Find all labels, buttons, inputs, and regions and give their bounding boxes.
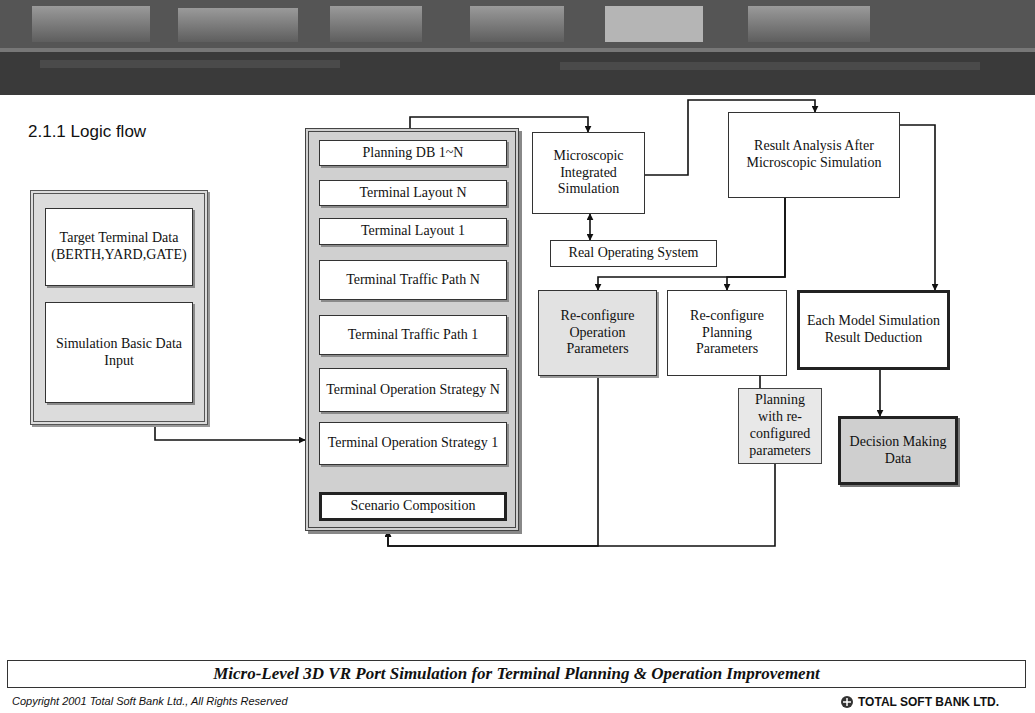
process-box: Result Analysis After Microscopic Simula… (728, 112, 900, 198)
scenario-item: Terminal Traffic Path N (319, 260, 507, 300)
node-text: Scenario Composition (351, 498, 476, 515)
process-box: Each Model Simulation Result Deduction (797, 290, 950, 370)
process-box: Re-configure Operation Parameters (538, 290, 657, 376)
node-text: Microscopic Integrated Simulation (537, 148, 640, 198)
connector (759, 376, 761, 388)
input-group: Target Terminal Data (BERTH,YARD,GATE) Si… (30, 190, 208, 425)
banner (0, 0, 1035, 95)
banner-photo (470, 6, 564, 42)
scenario-item: Terminal Layout N (319, 180, 507, 206)
banner-photo (178, 8, 298, 42)
node-text: Terminal Operation Strategy 1 (328, 435, 498, 452)
node-text: Decision Making Data (845, 434, 951, 468)
banner-photo (32, 6, 150, 42)
banner-texture (40, 60, 340, 68)
banner-photo (330, 6, 422, 42)
process-box: Re-configure Planning Parameters (667, 290, 787, 376)
copyright-note: Copyright 2001 Total Soft Bank Ltd., All… (12, 695, 288, 707)
company-logo: TOTAL SOFT BANK LTD. (858, 695, 999, 709)
banner-texture (560, 62, 980, 70)
node-text: Simulation Basic Data Input (50, 336, 188, 370)
process-box: Microscopic Integrated Simulation (532, 132, 645, 214)
connector (900, 125, 935, 290)
connector (155, 425, 305, 440)
banner-photo (605, 6, 703, 42)
data-box: Target Terminal Data (BERTH,YARD,GATE) (45, 208, 193, 286)
banner-strip (0, 0, 1035, 48)
node-text: Terminal Layout 1 (361, 223, 465, 240)
node-text: Each Model Simulation Result Deduction (804, 313, 943, 347)
scenario-item: Planning DB 1~N (319, 140, 507, 166)
banner-photo (748, 6, 870, 42)
scenario-item: Terminal Traffic Path 1 (319, 315, 507, 355)
node-text: Terminal Layout N (359, 185, 466, 202)
scenario-group: Planning DB 1~N Terminal Layout N Terminal… (305, 128, 519, 531)
connector (727, 198, 785, 290)
node-text: Terminal Traffic Path 1 (348, 327, 479, 344)
connector (589, 214, 591, 240)
data-box: Simulation Basic Data Input (45, 302, 193, 403)
node-text: Target Terminal Data (BERTH,YARD,GATE) (50, 230, 188, 264)
system-box: Real Operating System (550, 240, 717, 267)
node-text: Re-configure Operation Parameters (543, 308, 652, 358)
node-text: Terminal Traffic Path N (346, 272, 480, 289)
scenario-item: Terminal Layout 1 (319, 218, 507, 245)
diagram-title: 2.1.1 Logic flow (28, 122, 146, 142)
node-text: Re-configure Planning Parameters (672, 308, 782, 358)
scenario-item: Terminal Operation Strategy 1 (319, 422, 507, 465)
connector (879, 370, 881, 416)
logo-icon (841, 696, 853, 708)
banner-line (0, 48, 1035, 52)
node-text: Planning with re-configured parameters (743, 392, 817, 459)
footer-band: Micro-Level 3D VR Port Simulation for Te… (7, 660, 1026, 688)
node-text: Result Analysis After Microscopic Simula… (733, 138, 895, 172)
node-text: Terminal Operation Strategy N (326, 382, 500, 399)
node-text: Planning DB 1~N (363, 145, 464, 162)
scenario-box: Scenario Composition (319, 492, 507, 521)
scenario-item: Terminal Operation Strategy N (319, 368, 507, 412)
node-text: Real Operating System (569, 245, 699, 262)
output-box: Decision Making Data (838, 416, 958, 485)
process-box: Planning with re-configured parameters (738, 388, 822, 464)
node-text: Micro-Level 3D VR Port Simulation for Te… (213, 664, 820, 684)
logo-icon-mark (843, 698, 851, 706)
